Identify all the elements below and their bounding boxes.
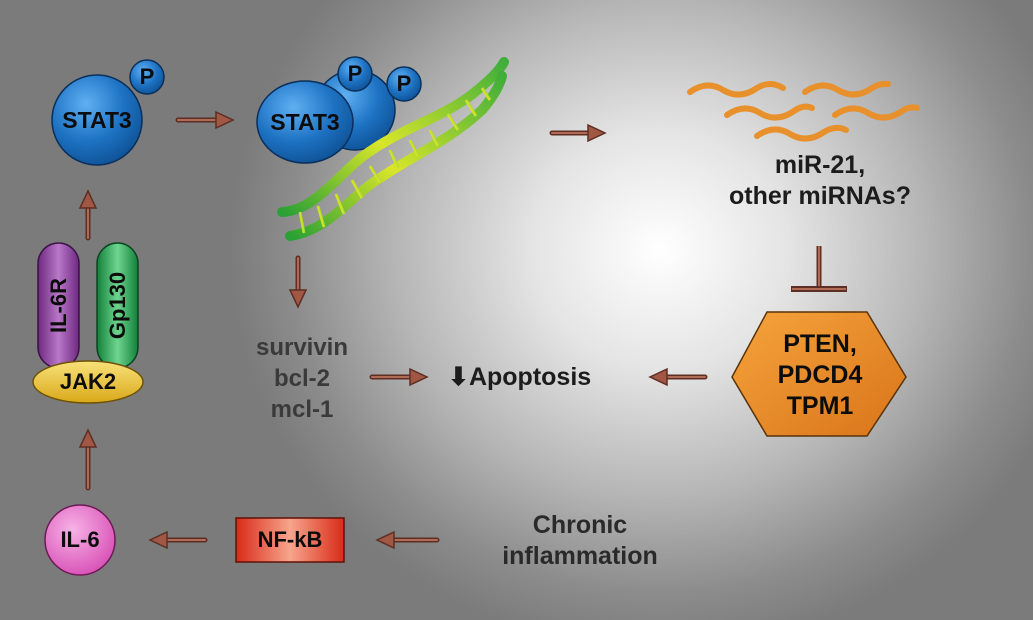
pten-label: PTEN, PDCD4 TPM1 [740, 329, 900, 422]
apoptosis-text: Apoptosis [468, 363, 592, 391]
phospho-dna-1-label: P [347, 61, 363, 86]
gene-survivin: survivin [255, 334, 349, 361]
stat3-dna-label: STAT3 [270, 108, 340, 135]
inhibition-bar [791, 246, 847, 292]
mirna-label: miR-21, other miRNAs? [700, 150, 940, 212]
phospho-dna-1-shape [337, 56, 373, 92]
arrow-receptor-to-stat3 [78, 189, 98, 241]
gene-bcl2: bcl-2 [273, 365, 330, 392]
stat3-dna-shape [256, 80, 354, 164]
phospho-dna-2-label: P [396, 71, 412, 96]
mirna-strands [687, 80, 920, 142]
jak2-label: JAK2 [59, 369, 117, 394]
nfkb-shape [235, 517, 345, 563]
pten-hexagon [731, 311, 907, 437]
jak2-shape [32, 360, 144, 404]
arrow-inflammation-to-nfkb [375, 530, 440, 550]
pten-line: PTEN, [783, 330, 857, 358]
arrow-stat3-to-dna [175, 110, 235, 130]
phospho-left-label: P [139, 64, 155, 89]
pdcd4-line: PDCD4 [777, 361, 863, 389]
phospho-left-shape [129, 59, 165, 95]
arrow-dna-to-mirna [549, 123, 607, 143]
arrow-il6-to-jak2 [78, 428, 98, 491]
inflammation-line1: Chronic [532, 511, 628, 539]
down-arrow-icon: ⬇ [448, 363, 469, 391]
stat3-left-label: STAT3 [62, 106, 132, 133]
arrow-genes-to-apoptosis [369, 367, 429, 387]
il6r-label: IL-6R [45, 278, 71, 333]
arrow-pten-to-apoptosis [648, 367, 708, 387]
arrow-nfkb-to-il6 [148, 530, 208, 550]
nfkb-label: NF-kB [257, 527, 323, 552]
mirna-label-line1: miR-21, [774, 151, 866, 179]
phospho-dna-2-shape [386, 66, 422, 102]
il6-shape [44, 504, 116, 576]
inflammation-label: Chronic inflammation [460, 510, 700, 572]
arrow-dna-to-genes [288, 255, 308, 309]
inflammation-line2: inflammation [502, 542, 658, 570]
gene-list: survivin bcl-2 mcl-1 [232, 332, 372, 425]
stat3-left-shape [51, 74, 143, 166]
mirna-label-line2: other miRNAs? [729, 182, 911, 210]
il6-label: IL-6 [60, 527, 100, 552]
dna-helix [277, 57, 509, 241]
gene-mcl1: mcl-1 [270, 396, 334, 423]
tpm1-line: TPM1 [786, 392, 854, 420]
gp130-label: Gp130 [104, 271, 130, 340]
apoptosis-label: ⬇Apoptosis [448, 362, 591, 392]
